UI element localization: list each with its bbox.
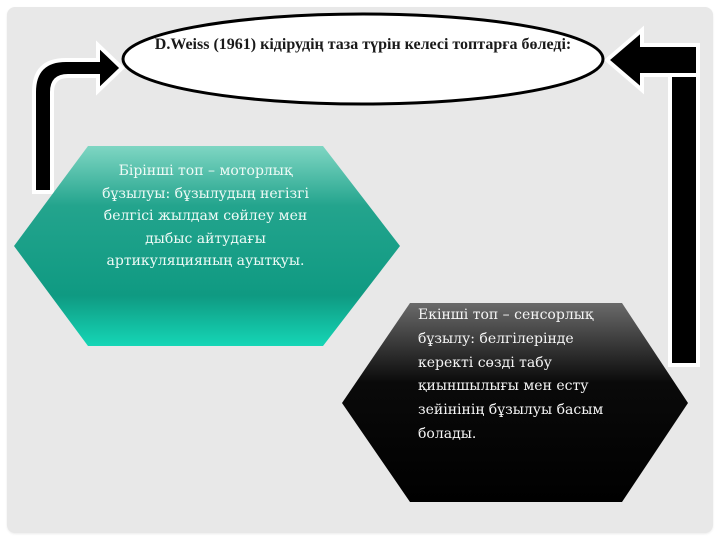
group-one-hexagon — [14, 146, 400, 346]
left-bent-arrow — [32, 40, 125, 194]
title-ellipse — [121, 12, 605, 106]
diagram-title: D.Weiss (1961) кідірудің таза түрін келе… — [154, 36, 572, 53]
group-one-text: Бірінші топ – моторлық бұзылуы: бұзылуды… — [102, 163, 309, 269]
right-bent-arrow — [603, 25, 700, 367]
group-two-hexagon — [342, 303, 688, 502]
group-two-text: Екінші топ – сенсорлық бұзылу: белгілері… — [418, 307, 604, 442]
